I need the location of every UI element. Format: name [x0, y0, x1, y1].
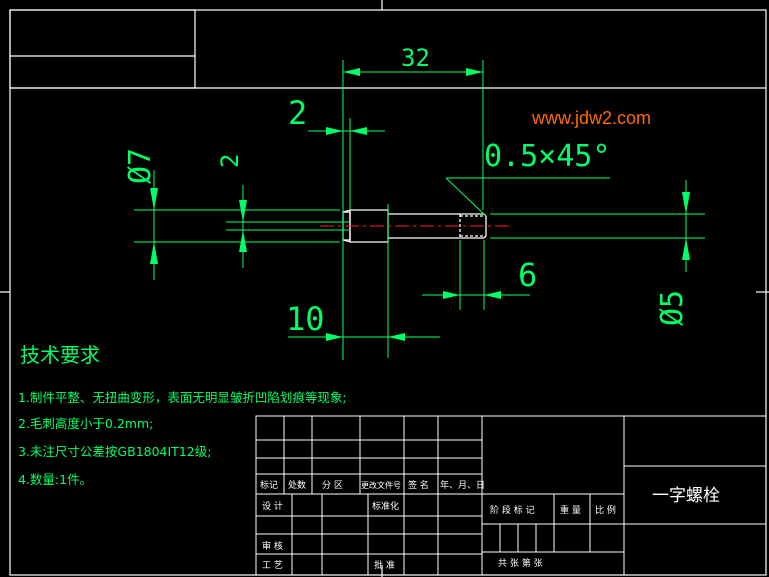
dim-chamfer: 0.5×45° [484, 139, 610, 174]
title-block-stage-mark: 阶 段 标 记 [490, 504, 535, 516]
title-block-header-row: 标记 处数 分 区 更改文件号 签 名 年、月、日 [260, 479, 485, 491]
title-block-design: 设 计 [262, 500, 283, 512]
tech-requirement-1: 1.制件平整、无扭曲变形，表面无明显皱折凹陷划痕等现象; [18, 390, 347, 405]
title-block [255, 415, 767, 576]
title-block-weight: 重 量 [560, 504, 581, 516]
bolt-part [342, 209, 487, 243]
header-cell-signature: 签 名 [408, 479, 429, 491]
dim-head-diameter: Ø7 [123, 148, 158, 184]
header-cell-zone: 分 区 [322, 480, 343, 491]
dim-head-offset: 10 [286, 300, 325, 338]
dim-slot-depth: 2 [216, 154, 244, 168]
header-cell-count: 处数 [288, 479, 306, 491]
title-block-approve: 批 准 [374, 559, 395, 571]
tech-requirement-3: 3.未注尺寸公差按GB1804IT12级; [18, 444, 211, 459]
title-block-part-name: 一字螺栓 [652, 486, 720, 506]
title-block-standardize: 标准化 [372, 500, 399, 512]
dimension-arrows [150, 68, 690, 341]
dim-head-length: 2 [288, 94, 307, 132]
title-block-scale: 比 例 [595, 504, 616, 516]
header-cell-change-doc: 更改文件号 [361, 480, 401, 490]
dim-length-total: 32 [401, 44, 430, 72]
dimension-lines [134, 60, 705, 360]
tech-requirement-4: 4.数量:1件。 [18, 472, 92, 487]
header-cell-mark: 标记 [260, 479, 278, 491]
dim-shank-diameter: Ø5 [655, 290, 690, 326]
tech-requirements-title: 技术要求 [20, 343, 100, 367]
title-block-process: 工 艺 [262, 560, 283, 571]
header-cell-date: 年、月、日 [440, 479, 485, 491]
watermark-url: www.jdw2.com [531, 108, 651, 128]
tech-requirement-2: 2.毛刺高度小于0.2mm; [18, 416, 153, 431]
title-block-review: 审 核 [262, 540, 283, 552]
title-block-sheets: 共 张 第 张 [498, 557, 543, 569]
dim-thread-length: 6 [518, 256, 537, 294]
